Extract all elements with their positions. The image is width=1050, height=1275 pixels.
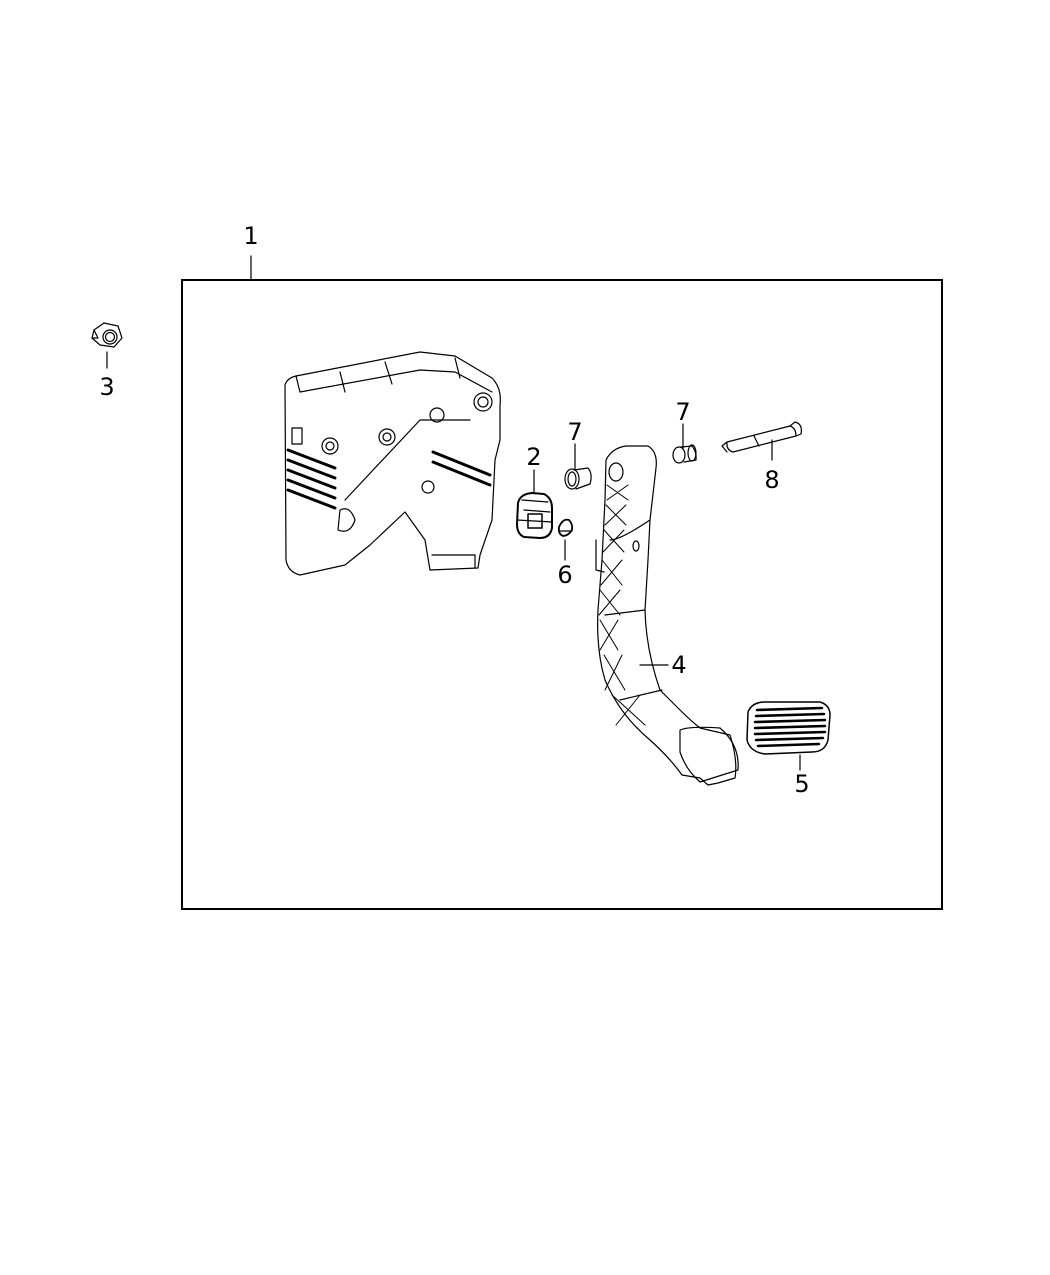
- bushing-right-icon: [672, 444, 697, 464]
- callout-4: 4: [671, 651, 687, 679]
- leader-lines: [106, 255, 801, 771]
- clip-icon: [557, 518, 574, 537]
- pedal-bracket-icon: [284, 351, 501, 576]
- callout-1: 1: [243, 222, 259, 250]
- hex-nut-icon: [91, 322, 123, 348]
- assembly-boundary-box: [181, 279, 943, 910]
- pedal-arm-icon: [595, 445, 739, 786]
- callout-7-left: 7: [567, 418, 583, 446]
- callout-7-right: 7: [675, 398, 691, 426]
- callout-5: 5: [794, 770, 810, 798]
- bushing-left-icon: [564, 467, 592, 490]
- switch-icon: [516, 492, 553, 539]
- pivot-pin-icon: [721, 421, 802, 453]
- callout-8: 8: [764, 466, 780, 494]
- pedal-pad-icon: [746, 701, 831, 755]
- callout-3: 3: [99, 373, 115, 401]
- callout-2: 2: [526, 443, 542, 471]
- callout-6: 6: [557, 561, 573, 589]
